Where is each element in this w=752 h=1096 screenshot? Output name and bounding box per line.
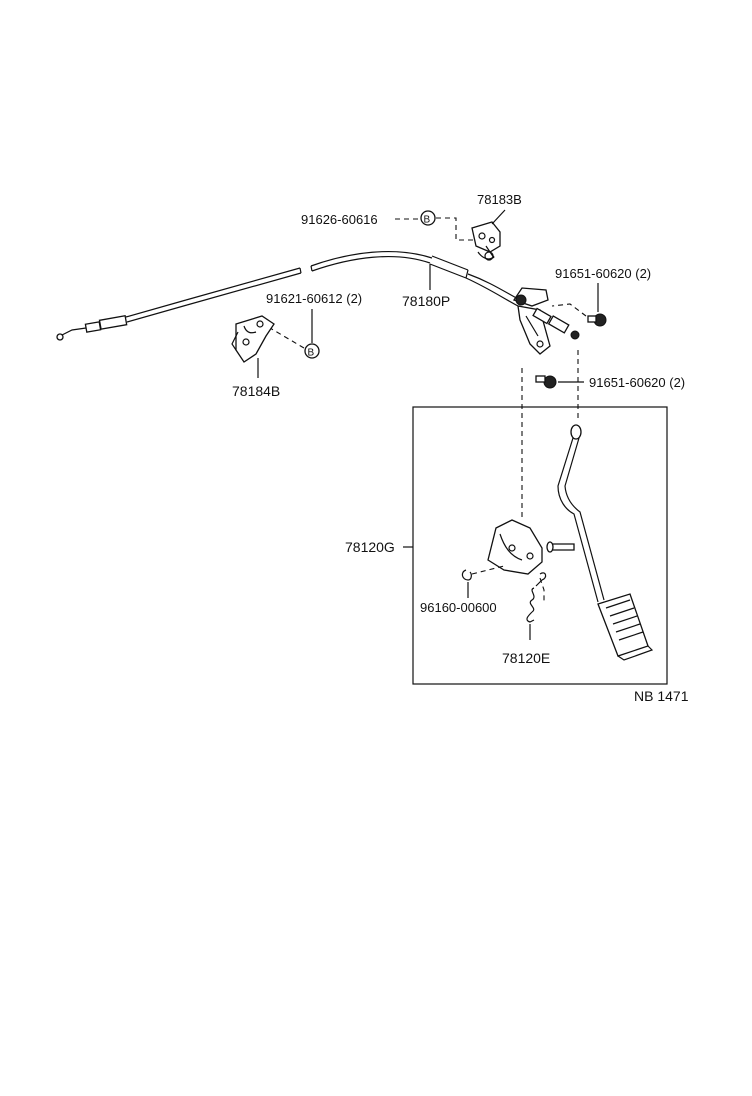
label-78120e: 78120E <box>502 650 550 666</box>
label-91626-60616: 91626-60616 <box>301 212 378 227</box>
marker-b-clip-icon: B <box>420 210 436 226</box>
pedal-assembly-frame <box>412 406 668 685</box>
label-78184b: 78184B <box>232 383 280 399</box>
dash-bolt-top <box>551 303 587 317</box>
label-78180p: 78180P <box>402 293 450 309</box>
marker-b-clip-icon-2: B <box>304 343 320 359</box>
e-ring-icon <box>461 569 472 581</box>
bracket-78183b <box>471 221 501 261</box>
pedal-bracket <box>487 519 543 575</box>
label-96160-00600: 96160-00600 <box>420 600 497 615</box>
label-78120g: 78120G <box>345 539 395 555</box>
label-78183b: 78183B <box>477 192 522 207</box>
bracket-78184b <box>231 315 275 363</box>
label-91651-60620-top: 91651-60620 (2) <box>555 266 651 281</box>
dash-ering <box>471 565 505 575</box>
bolt-mid-icon <box>535 375 557 389</box>
pivot-pin <box>546 541 575 553</box>
svg-text:B: B <box>424 215 431 226</box>
label-91621-60612: 91621-60612 (2) <box>266 291 362 306</box>
label-91651-60620-mid: 91651-60620 (2) <box>589 375 685 390</box>
return-spring <box>526 572 547 623</box>
diagram-code: NB 1471 <box>634 688 689 704</box>
svg-text:B: B <box>308 348 315 359</box>
bolt-top-icon <box>587 313 607 327</box>
leader-78183b <box>491 209 506 225</box>
dash-clip-to-bracket <box>436 217 474 241</box>
dash-91621 <box>269 327 305 349</box>
cable-end-bracket <box>512 287 580 355</box>
accelerator-pedal <box>557 424 654 661</box>
